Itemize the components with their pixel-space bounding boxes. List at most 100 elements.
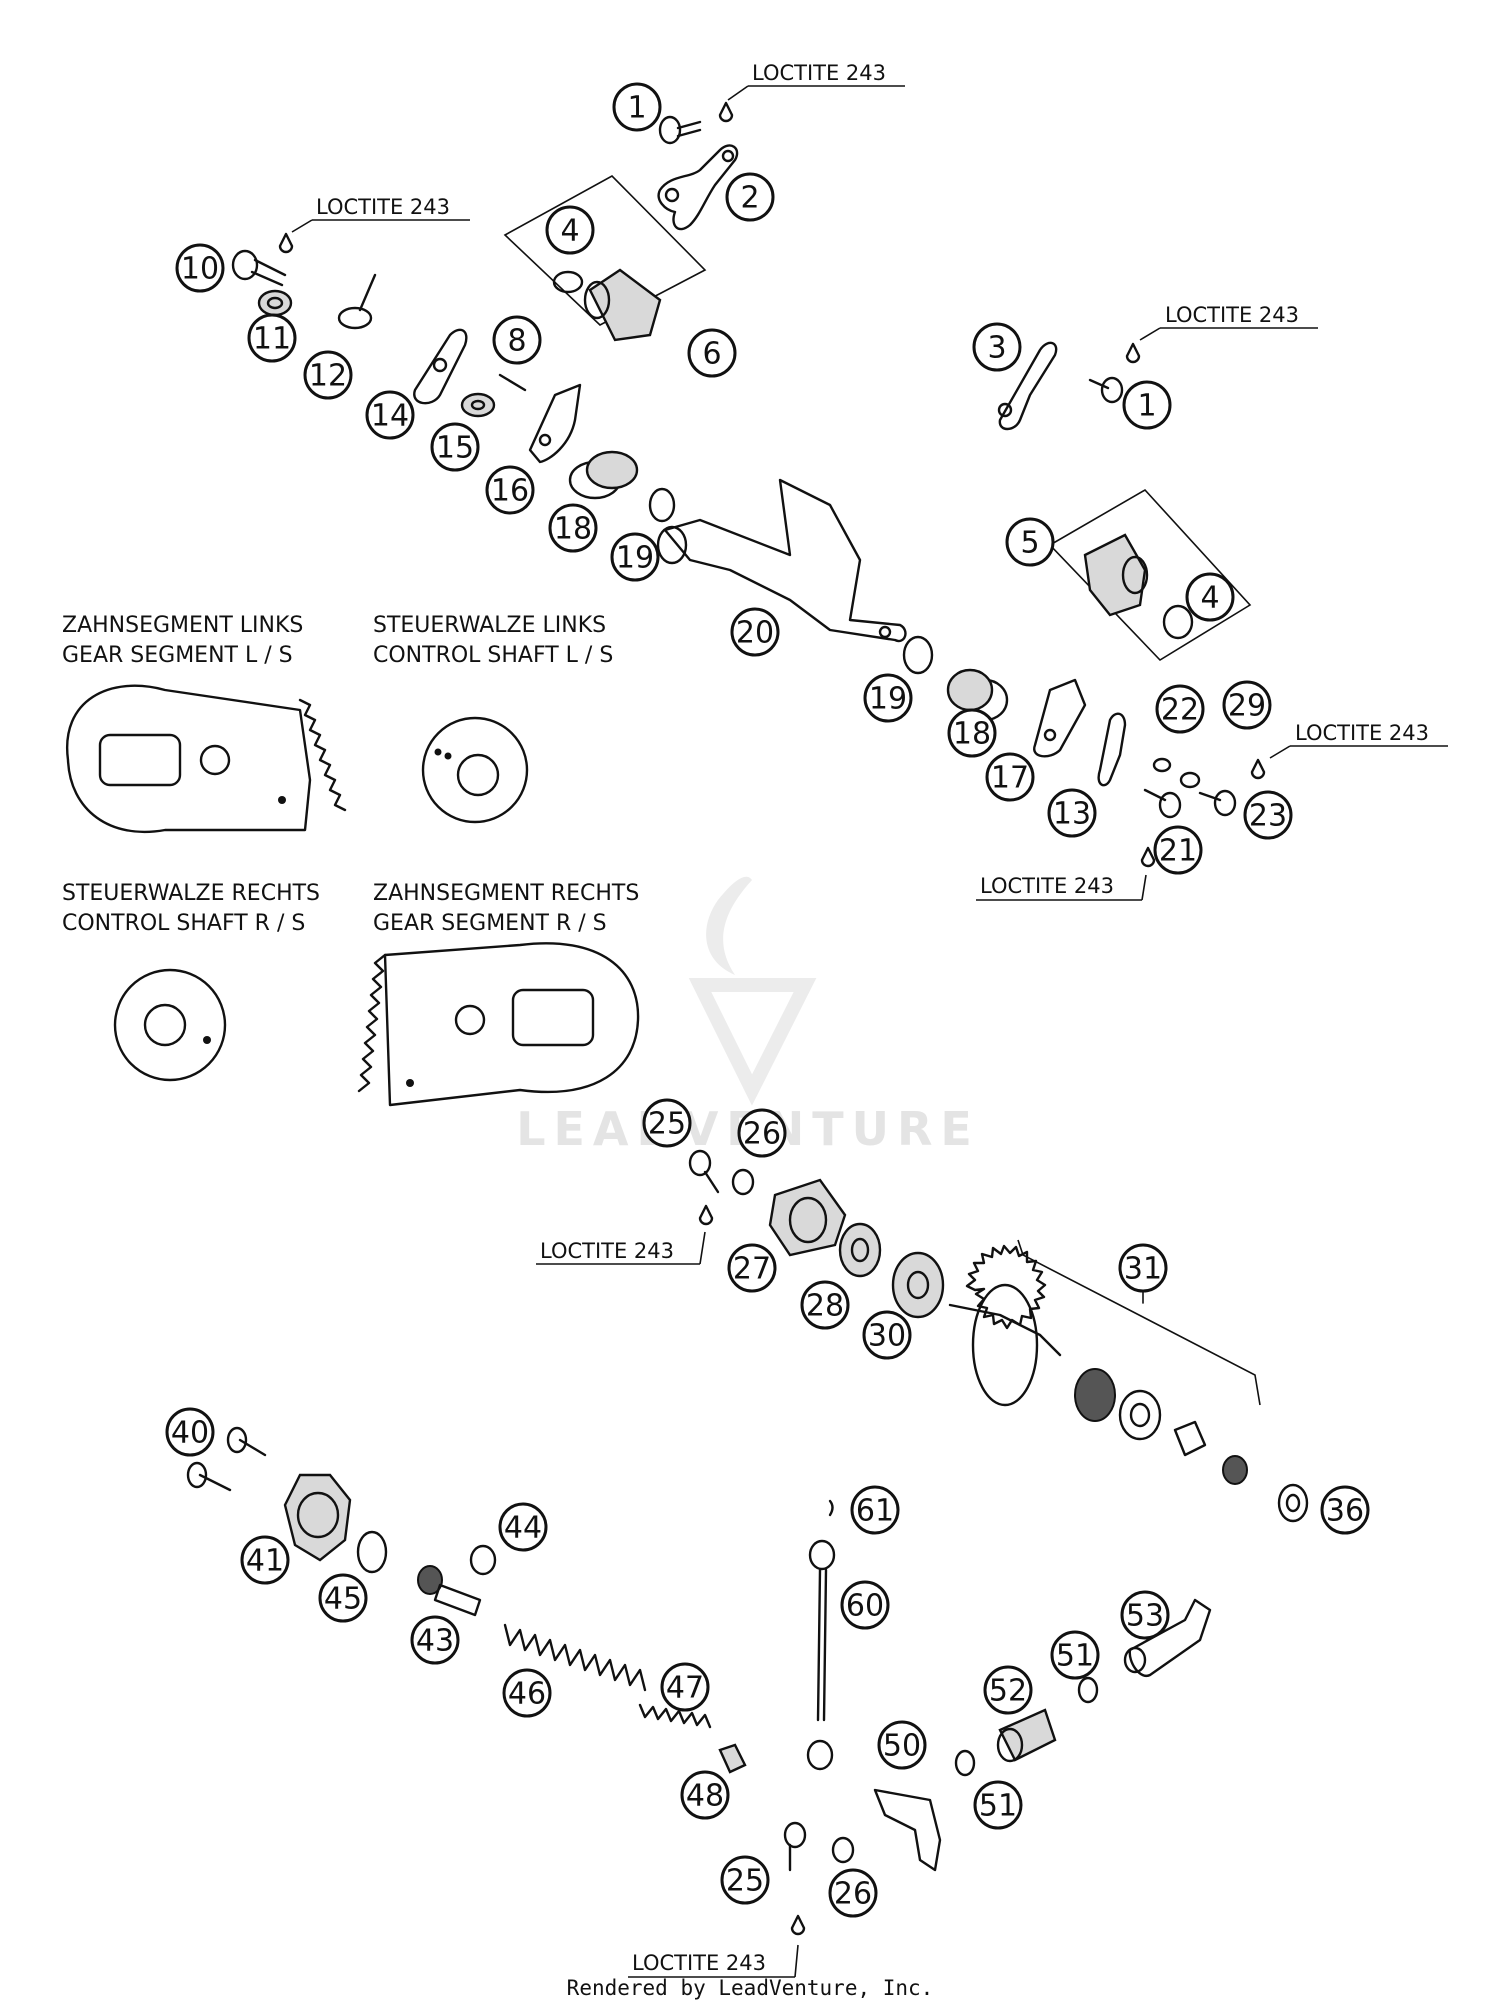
callout-number: 26 <box>834 1877 872 1912</box>
part-bearing-28 <box>838 1222 882 1278</box>
part-shaft-43 <box>417 1565 482 1617</box>
callout-22: 22 <box>1155 684 1205 734</box>
callout-circle <box>318 1573 368 1623</box>
callout-circle <box>840 1580 890 1630</box>
callout-25: 25 <box>720 1855 770 1905</box>
part-control-shaft-6 <box>552 268 662 342</box>
inset-control-shaft-left <box>421 716 529 824</box>
loctite-annotation-3: LOCTITE 243 <box>1125 303 1318 364</box>
callout-36: 36 <box>1320 1485 1370 1535</box>
loctite-annotation-1: LOCTITE 243 <box>718 61 905 123</box>
part-screw-25-bottom <box>783 1821 807 1872</box>
callout-number: 26 <box>743 1117 781 1152</box>
part-washer-15 <box>460 392 496 418</box>
callout-number: 29 <box>1228 689 1266 724</box>
inset-gear-segment-left <box>65 684 347 834</box>
callout-circle <box>303 350 353 400</box>
callout-circle <box>725 172 775 222</box>
callout-number: 16 <box>491 474 529 509</box>
callout-number: 5 <box>1020 526 1039 561</box>
part-control-shaft-5 <box>1083 533 1149 617</box>
callout-60: 60 <box>840 1580 890 1630</box>
callout-number: 31 <box>1124 1252 1162 1287</box>
part-lever-13 <box>1097 712 1127 787</box>
callout-number: 53 <box>1126 1599 1164 1634</box>
callout-number: 19 <box>869 682 907 717</box>
callout-circle <box>642 1098 692 1148</box>
callout-number: 30 <box>868 1319 906 1354</box>
part-screw-1-top <box>658 115 702 145</box>
callout-circle <box>1122 380 1172 430</box>
callout-30: 30 <box>862 1310 912 1360</box>
part-washer-26-bottom <box>831 1836 855 1864</box>
callout-circle <box>610 532 660 582</box>
loctite-annotation-2: LOCTITE 243 <box>278 195 470 254</box>
callout-circle <box>973 1780 1023 1830</box>
part-clip-48 <box>718 1743 747 1774</box>
part-oring-45 <box>356 1530 388 1574</box>
callout-5: 5 <box>1005 517 1055 567</box>
callout-12: 12 <box>303 350 353 400</box>
callout-circle <box>1118 1243 1168 1293</box>
callout-number: 1 <box>1137 389 1156 424</box>
part-washer-51-right <box>1077 1676 1099 1704</box>
callout-circle <box>485 465 535 515</box>
loctite-annotation-5: LOCTITE 243 <box>976 846 1156 901</box>
callout-circle <box>1320 1485 1370 1535</box>
callout-number: 50 <box>883 1729 921 1764</box>
callout-circle <box>660 1662 710 1712</box>
callout-48: 48 <box>680 1770 730 1820</box>
part-spring-12 <box>337 273 377 330</box>
callout-26: 26 <box>828 1868 878 1918</box>
callout-45: 45 <box>318 1573 368 1623</box>
callout-number: 47 <box>666 1671 704 1706</box>
callout-29: 29 <box>1222 680 1272 730</box>
callout-circle <box>680 1770 730 1820</box>
inset-label-gear-segment-left-en: GEAR SEGMENT L / S <box>62 643 293 668</box>
callout-number: 60 <box>846 1589 884 1624</box>
callout-number: 17 <box>991 761 1029 796</box>
callout-circle <box>410 1615 460 1665</box>
loctite-label: LOCTITE 243 <box>1295 721 1429 745</box>
callout-number: 46 <box>508 1677 546 1712</box>
callout-number: 51 <box>1056 1639 1094 1674</box>
callout-circle <box>1050 1630 1100 1680</box>
callout-circle <box>730 607 780 657</box>
callout-number: 3 <box>987 331 1006 366</box>
inset-gear-segment-right <box>357 942 640 1107</box>
callout-number: 61 <box>856 1494 894 1529</box>
part-pin-8 <box>498 373 527 392</box>
part-bushing-36 <box>1277 1483 1309 1523</box>
callout-4: 4 <box>1185 572 1235 622</box>
callout-50: 50 <box>877 1720 927 1770</box>
callout-circle <box>1185 572 1235 622</box>
inset-label-control-shaft-right-en: CONTROL SHAFT R / S <box>62 911 305 936</box>
part-washer-26-mid <box>731 1168 755 1196</box>
callout-circle <box>1243 790 1293 840</box>
loctite-label: LOCTITE 243 <box>1165 303 1299 327</box>
part-washer-22 <box>1152 757 1172 773</box>
callout-number: 1 <box>627 91 646 126</box>
callout-circle <box>983 1665 1033 1715</box>
callout-19: 19 <box>863 673 913 723</box>
callout-51: 51 <box>1050 1630 1100 1680</box>
part-rod-60 <box>806 1539 836 1771</box>
callout-number: 43 <box>416 1624 454 1659</box>
callout-circle <box>985 752 1035 802</box>
callout-circle <box>737 1108 787 1158</box>
callout-number: 25 <box>648 1107 686 1142</box>
part-spring-47 <box>638 1703 712 1729</box>
part-screw-1-right <box>1088 376 1124 404</box>
part-screws-40 <box>186 1426 267 1492</box>
callout-circle <box>492 315 542 365</box>
inset-label-gear-segment-left-de: ZAHNSEGMENT LINKS <box>62 613 303 638</box>
part-lever-53 <box>1123 1598 1212 1678</box>
callout-number: 20 <box>736 616 774 651</box>
part-bearing-30 <box>891 1251 945 1319</box>
inset-control-shaft-right <box>113 968 227 1082</box>
callout-number: 51 <box>979 1789 1017 1824</box>
callout-number: 18 <box>554 512 592 547</box>
inset-label-control-shaft-right-de: STEUERWALZE RECHTS <box>62 881 320 906</box>
watermark-flame-logo <box>688 876 817 1106</box>
